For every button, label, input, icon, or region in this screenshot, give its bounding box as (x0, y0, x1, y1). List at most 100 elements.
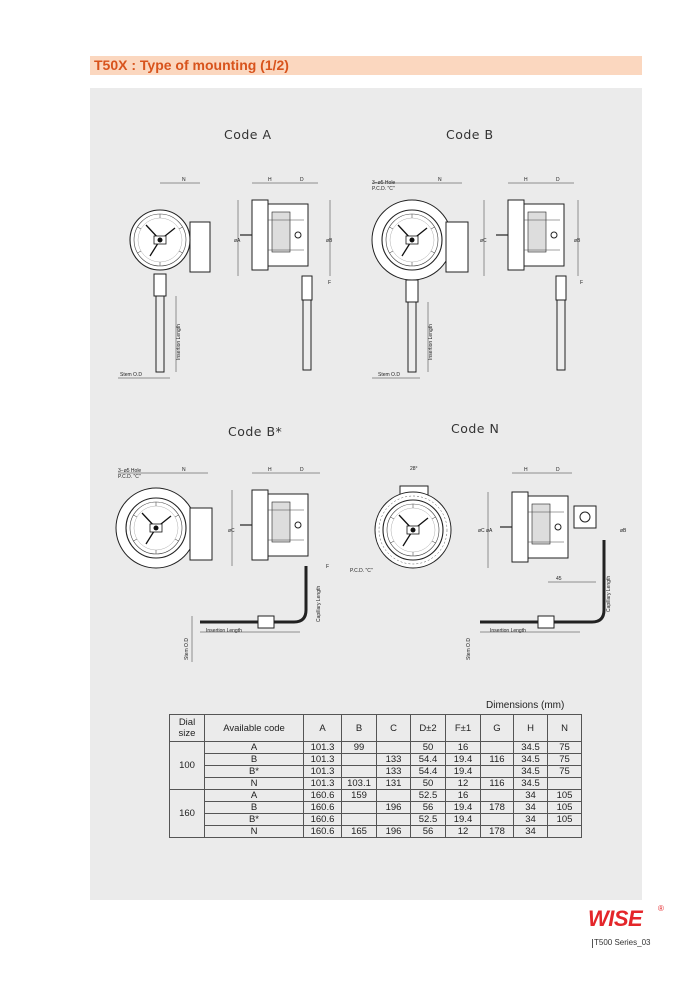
value-cell: 34 (513, 813, 548, 826)
value-cell: 34.5 (513, 741, 548, 754)
brand-logo: WISE (588, 906, 643, 931)
value-cell: 34 (513, 801, 548, 814)
dial-size-cell: 100 (169, 741, 205, 790)
value-cell: 19.4 (445, 765, 481, 778)
value-cell (376, 741, 411, 754)
dim-b-b: øB (574, 238, 581, 244)
pcd-bstar: P.C.D. "C" (118, 474, 141, 480)
stem-od-n: Stem O.D (466, 638, 472, 660)
title-bar (90, 56, 642, 75)
code-bstar-drawing (115, 472, 320, 662)
value-cell: 75 (547, 741, 582, 754)
code-cell: N (204, 825, 304, 838)
dimensions-table: Dial size Available code A B C D±2 F±1 G… (169, 714, 582, 838)
value-cell: 12 (445, 777, 481, 790)
table-header-row: Dial size Available code A B C D±2 F±1 G… (169, 714, 582, 742)
value-cell: 160.6 (303, 813, 342, 826)
code-cell: A (204, 741, 304, 754)
header-b: B (341, 714, 377, 742)
header-dial-size: Dial size (169, 714, 205, 742)
insertion-n: Insertion Length (490, 628, 526, 634)
code-cell: B (204, 753, 304, 766)
capillary-bstar: Capillary Length (316, 586, 322, 622)
dim-h-b: H (524, 177, 528, 183)
pcd-b: P.C.D. "C" (372, 186, 395, 192)
value-cell: 116 (480, 753, 514, 766)
value-cell (376, 789, 411, 802)
value-cell: 160.6 (303, 801, 342, 814)
value-cell: 178 (480, 801, 514, 814)
footer-divider (592, 939, 593, 948)
value-cell: 103.1 (341, 777, 377, 790)
dim-a-n: øA (486, 528, 493, 534)
value-cell: 52.5 (410, 789, 446, 802)
header-available-code: Available code (204, 714, 304, 742)
code-cell: B (204, 801, 304, 814)
dim-n-b: N (438, 177, 442, 183)
code-b-label: Code B (446, 127, 494, 142)
value-cell: 75 (547, 765, 582, 778)
value-cell: 160.6 (303, 789, 342, 802)
value-cell: 19.4 (445, 813, 481, 826)
value-cell: 105 (547, 789, 582, 802)
stem-od-bstar: Stem O.D (184, 638, 190, 660)
value-cell: 34 (513, 825, 548, 838)
code-n-label: Code N (451, 421, 500, 436)
insertion-bstar: Insertion Length (206, 628, 242, 634)
dim-d-bstar: D (300, 467, 304, 473)
value-cell: 99 (341, 741, 377, 754)
value-cell: 54.4 (410, 753, 446, 766)
brand-registered-mark: ® (658, 904, 664, 913)
dim-f-bstar: F (326, 564, 329, 570)
dim-b-n: øB (620, 528, 627, 534)
value-cell: 133 (376, 765, 411, 778)
value-cell: 19.4 (445, 801, 481, 814)
value-cell: 178 (480, 825, 514, 838)
value-cell (376, 813, 411, 826)
value-cell: 101.3 (303, 777, 342, 790)
value-cell: 196 (376, 801, 411, 814)
code-bstar-label: Code B* (228, 424, 283, 439)
page-title: T50X : Type of mounting (1/2) (94, 57, 289, 73)
value-cell: 16 (445, 789, 481, 802)
value-cell: 101.3 (303, 753, 342, 766)
dim-d-a: D (300, 177, 304, 183)
code-cell: B* (204, 813, 304, 826)
value-cell (480, 813, 514, 826)
dim-c-n: øC (478, 528, 485, 534)
value-cell: 50 (410, 741, 446, 754)
angle-n: 28° (410, 466, 418, 472)
footer-series: T500 Series_03 (594, 938, 651, 947)
value-cell: 54.4 (410, 765, 446, 778)
dim-d-b: D (556, 177, 560, 183)
dim-n-bstar: N (182, 467, 186, 473)
value-cell: 165 (341, 825, 377, 838)
stem-od-b: Stem O.D (378, 372, 400, 378)
dim-h-bstar: H (268, 467, 272, 473)
value-cell: 196 (376, 825, 411, 838)
dim-c-bstar: øC (228, 528, 235, 534)
dim-h-n: H (524, 467, 528, 473)
insertion-b: Insertion Length (428, 324, 434, 360)
code-a-label: Code A (224, 127, 272, 142)
dim-n-a: N (182, 177, 186, 183)
header-c: C (376, 714, 411, 742)
value-cell: 160.6 (303, 825, 342, 838)
value-cell (547, 777, 582, 790)
value-cell: 101.3 (303, 765, 342, 778)
capillary-n: Capillary Length (606, 576, 612, 612)
value-cell (341, 801, 377, 814)
dim-b-a: øB (326, 238, 333, 244)
code-b-drawing (371, 182, 579, 379)
dimensions-caption: Dimensions (mm) (486, 700, 565, 711)
pcd-n: P.C.D. "C" (350, 568, 373, 574)
insertion-a: Insertion Length (176, 324, 182, 360)
dim-e-n: 45 (556, 576, 562, 582)
stem-od-a: Stem O.D (120, 372, 142, 378)
value-cell (480, 789, 514, 802)
value-cell: 16 (445, 741, 481, 754)
